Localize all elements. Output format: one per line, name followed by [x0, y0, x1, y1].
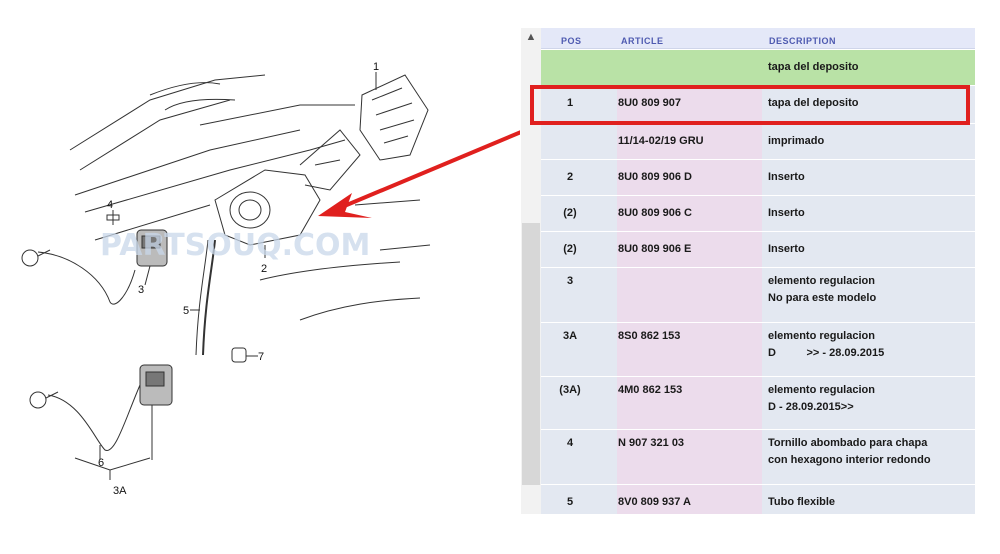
pos-cell: (2) — [563, 243, 577, 255]
pos-cell: (3A) — [559, 384, 581, 396]
table-row[interactable]: (3A) 4M0 862 153 elemento regulacion D - 2… — [541, 376, 975, 429]
callout-7: 7 — [258, 351, 264, 363]
highlight-arrow — [318, 130, 520, 218]
description-cell: Tubo flexible — [768, 496, 836, 508]
description-cell: Tornillo abombado para chapa con hexagon… — [768, 437, 931, 466]
pos-cell: (2) — [563, 207, 577, 219]
callout-3: 3 — [138, 284, 144, 296]
callout-4: 4 — [107, 199, 113, 211]
table-row[interactable]: 2 8U0 809 906 D Inserto — [541, 159, 975, 195]
table-row[interactable]: (2) 8U0 809 906 C Inserto — [541, 195, 975, 231]
table-row[interactable]: 5 8V0 809 937 A Tubo flexible — [541, 484, 975, 514]
table-row[interactable]: tapa del deposito — [541, 49, 975, 85]
article-column-bg — [617, 430, 762, 484]
table-row[interactable]: 3A 8S0 862 153 elemento regulacion D >> - … — [541, 322, 975, 376]
pos-cell: 4 — [566, 437, 574, 449]
description-cell: Inserto — [768, 243, 805, 255]
callout-6: 6 — [98, 457, 104, 469]
table-row[interactable]: 11/14-02/19 GRU imprimado — [541, 123, 975, 159]
article-column-bg — [617, 323, 762, 376]
description-cell: tapa del deposito — [768, 61, 859, 73]
chevron-up-icon[interactable]: ▲ — [525, 31, 537, 43]
pos-cell: 2 — [566, 171, 574, 183]
article-cell: 8U0 809 907 — [618, 97, 681, 109]
description-cell: Inserto — [768, 207, 805, 219]
description-cell: Inserto — [768, 171, 805, 183]
callout-1: 1 — [373, 61, 379, 73]
header-pos: POS — [561, 36, 582, 46]
article-column-bg — [617, 377, 762, 429]
article-column-bg — [617, 160, 762, 195]
watermark-text: PARTSOUQ.COM — [100, 228, 370, 263]
article-cell: N 907 321 03 — [618, 437, 685, 449]
article-column-bg — [617, 268, 762, 322]
parts-table: POS ARTICLE DESCRIPTION tapa del deposit… — [541, 28, 975, 514]
article-column-bg — [617, 232, 762, 267]
article-column-bg — [617, 485, 762, 514]
table-header: POS ARTICLE DESCRIPTION — [541, 28, 975, 49]
pos-cell: 3 — [566, 275, 574, 287]
pos-cell: 1 — [566, 97, 574, 109]
description-cell: elemento regulacion D >> - 28.09.2015 — [768, 330, 885, 359]
article-column-bg — [617, 196, 762, 231]
article-cell: 8S0 862 153 — [618, 330, 681, 342]
highlight-box — [530, 85, 970, 125]
table-row[interactable]: (2) 8U0 809 906 E Inserto — [541, 231, 975, 267]
article-cell: 8U0 809 906 D — [618, 171, 692, 183]
parts-diagram: PARTSOUQ.COM 1 2 3 4 5 6 7 3A — [21, 61, 520, 497]
table-row[interactable]: 1 8U0 809 907 tapa del deposito — [541, 85, 975, 123]
description-cell: elemento regulacion D - 28.09.2015>> — [768, 384, 875, 413]
description-cell: elemento regulacion No para este modelo — [768, 275, 877, 304]
description-cell: imprimado — [768, 135, 825, 147]
article-cell: 4M0 862 153 — [618, 384, 683, 396]
pos-cell: 5 — [566, 496, 574, 508]
table-row[interactable]: 4 N 907 321 03 Tornillo abombado para chap… — [541, 429, 975, 484]
parts-table-panel: ▲ POS ARTICLE DESCRIPTION tapa del depos… — [521, 28, 975, 514]
article-cell: 8U0 809 906 C — [618, 207, 692, 219]
article-cell: 8V0 809 937 A — [618, 496, 691, 508]
callout-2: 2 — [261, 263, 267, 275]
scrollbar[interactable]: ▲ — [521, 28, 541, 514]
article-column-bg — [617, 124, 762, 159]
table-body: tapa del deposito 1 8U0 809 907 tapa del de… — [541, 49, 975, 514]
article-cell: 8U0 809 906 E — [618, 243, 692, 255]
pos-cell: 3A — [562, 330, 578, 342]
callout-5: 5 — [183, 305, 189, 317]
article-cell: 11/14-02/19 GRU — [618, 135, 704, 147]
table-row[interactable]: 3 elemento regulacion No para este modelo — [541, 267, 975, 322]
description-cell: tapa del deposito — [768, 97, 859, 109]
header-description: DESCRIPTION — [769, 36, 837, 46]
scrollbar-thumb[interactable] — [522, 223, 540, 485]
callout-3a: 3A — [113, 485, 127, 497]
header-article: ARTICLE — [621, 36, 664, 46]
article-column-bg — [617, 86, 762, 123]
